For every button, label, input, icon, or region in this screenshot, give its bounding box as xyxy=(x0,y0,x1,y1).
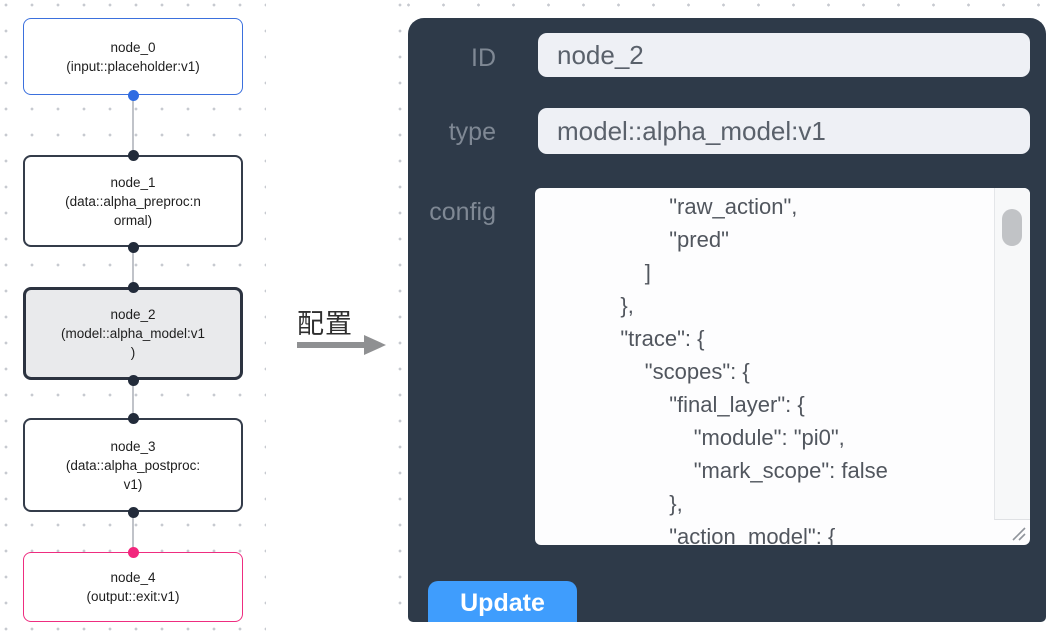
connector-port-node1-in[interactable] xyxy=(128,150,139,161)
panel-canvas-dot-grid-left xyxy=(388,0,407,622)
flow-edge-0-1 xyxy=(132,95,134,155)
panel-canvas-dot-grid-top xyxy=(388,0,1062,16)
connector-port-node0-out[interactable] xyxy=(128,90,139,101)
resize-handle-icon[interactable] xyxy=(1009,524,1027,542)
config-editor[interactable]: "raw_action", "pred" ] }, "trace": { "sc… xyxy=(535,188,1030,545)
configure-annotation-label: 配置 xyxy=(297,309,353,339)
node-config-panel: ID type config "raw_action", "pred" ] },… xyxy=(408,18,1046,622)
flow-node-node_2-selected[interactable]: node_2 (model::alpha_model:v1 ) xyxy=(23,287,243,380)
flow-node-node_1[interactable]: node_1 (data::alpha_preproc:n ormal) xyxy=(23,155,243,247)
flow-edge-2-3 xyxy=(132,380,134,418)
connector-port-node2-out[interactable] xyxy=(128,375,139,386)
type-field-label: type xyxy=(448,118,496,146)
flow-node-node_4[interactable]: node_4 (output::exit:v1) xyxy=(23,552,243,622)
flow-node-node_0[interactable]: node_0 (input::placeholder:v1) xyxy=(23,18,243,95)
config-json-text: "raw_action", "pred" ] }, "trace": { "sc… xyxy=(620,194,888,545)
arrow-right-icon xyxy=(297,342,365,348)
connector-port-node2-in[interactable] xyxy=(128,282,139,293)
connector-port-node3-out[interactable] xyxy=(128,507,139,518)
scrollbar-track[interactable] xyxy=(994,188,1030,520)
connector-port-node4-in[interactable] xyxy=(128,547,139,558)
scrollbar-thumb[interactable] xyxy=(1002,209,1022,246)
flow-node-node_3[interactable]: node_3 (data::alpha_postproc: v1) xyxy=(23,418,243,512)
id-input[interactable] xyxy=(538,33,1030,77)
arrow-right-icon-head xyxy=(364,335,386,355)
flow-edge-3-4 xyxy=(132,512,134,552)
connector-port-node1-out[interactable] xyxy=(128,242,139,253)
connector-port-node3-in[interactable] xyxy=(128,413,139,424)
config-field-label: config xyxy=(429,198,496,226)
type-input[interactable] xyxy=(538,108,1030,154)
id-field-label: ID xyxy=(471,44,496,72)
flow-edge-1-2 xyxy=(132,247,134,287)
update-button[interactable]: Update xyxy=(428,581,577,622)
